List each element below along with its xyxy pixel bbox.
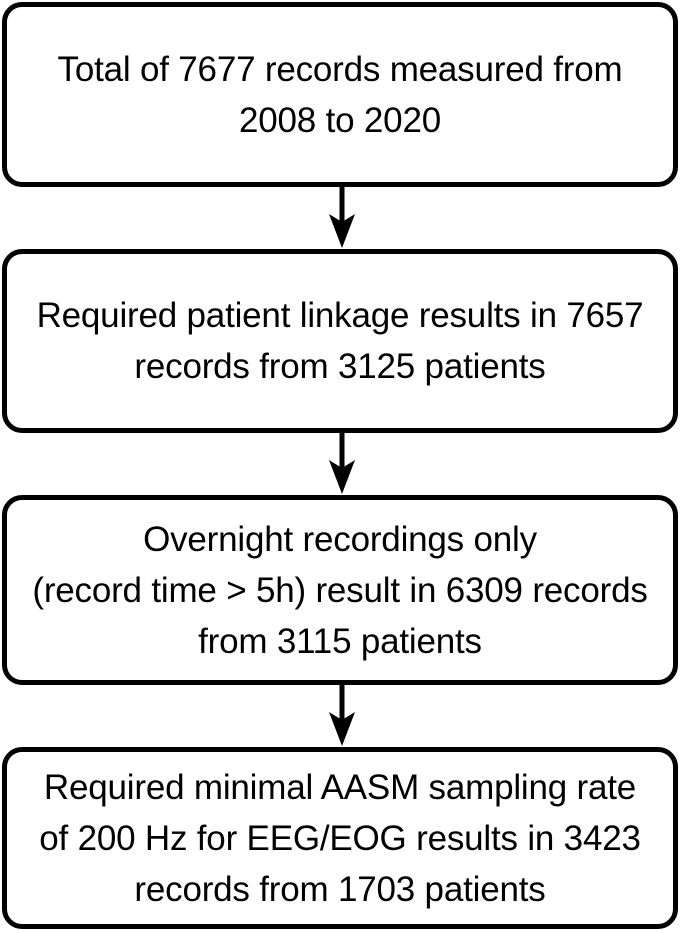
flow-node-aasm-sampling-rate-label: Required minimal AASM sampling rate of 2… <box>39 767 641 909</box>
flow-node-aasm-sampling-rate: Required minimal AASM sampling rate of 2… <box>2 747 678 929</box>
flow-node-overnight-recordings-label: Overnight recordings only (record time >… <box>32 519 648 661</box>
flow-node-total-records: Total of 7677 records measured from 2008… <box>2 2 678 187</box>
flow-node-overnight-recordings: Overnight recordings only (record time >… <box>2 495 678 685</box>
flow-node-patient-linkage: Required patient linkage results in 7657… <box>2 249 678 433</box>
flow-node-total-records-label: Total of 7677 records measured from 2008… <box>57 49 623 140</box>
flow-node-patient-linkage-label: Required patient linkage results in 7657… <box>36 296 644 386</box>
